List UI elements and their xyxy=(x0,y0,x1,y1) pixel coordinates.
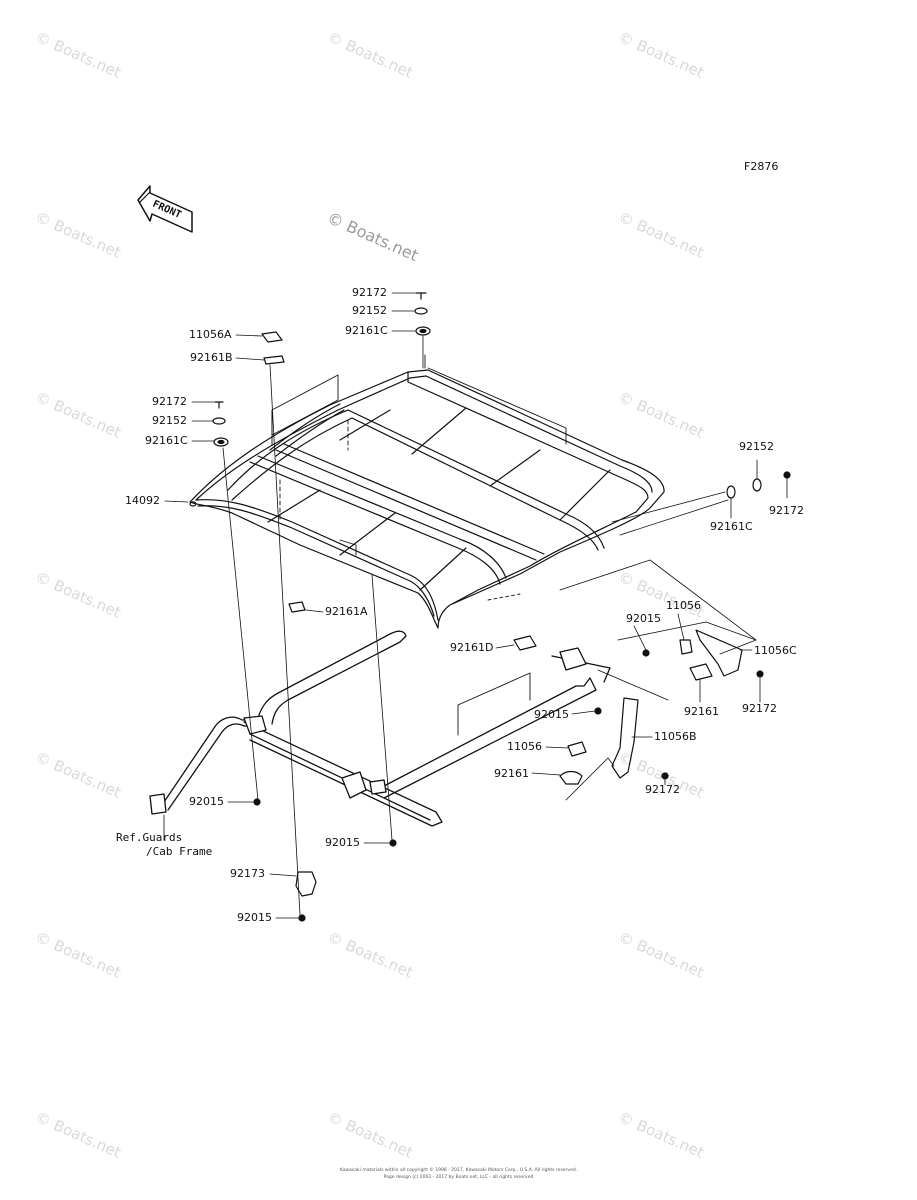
washer-92152-top xyxy=(414,307,428,315)
bolt-92172-left xyxy=(214,401,224,409)
part-label-92172-c[interactable]: 92172 xyxy=(645,783,680,796)
grommet-92161C-top xyxy=(415,326,431,336)
bracket-11056B xyxy=(611,697,639,779)
clamp-92173 xyxy=(295,871,317,897)
grommet-92161C-left xyxy=(213,437,229,447)
part-label-92152-right[interactable]: 92152 xyxy=(739,440,774,453)
nut-92015-d xyxy=(389,839,397,847)
roof-panel xyxy=(189,369,665,629)
pad-92161-b xyxy=(559,770,583,785)
part-label-92161D[interactable]: 92161D xyxy=(450,641,494,654)
part-label-92152-top[interactable]: 92152 xyxy=(352,304,387,317)
label-ticks xyxy=(164,292,788,919)
part-label-92161-a[interactable]: 92161 xyxy=(684,705,719,718)
part-label-92161B[interactable]: 92161B xyxy=(190,351,233,364)
cab-frame xyxy=(149,630,611,827)
part-label-92161A[interactable]: 92161A xyxy=(325,605,368,618)
part-label-14092[interactable]: 14092 xyxy=(125,494,160,507)
part-label-92015-c[interactable]: 92015 xyxy=(189,795,224,808)
leader-lines xyxy=(163,335,757,916)
part-label-11056-b[interactable]: 11056 xyxy=(507,740,542,753)
ref-note-line-2: /Cab Frame xyxy=(146,845,213,858)
nut-92015-b xyxy=(594,707,602,715)
part-label-11056B[interactable]: 11056B xyxy=(654,730,697,743)
pad-92161A xyxy=(288,601,306,613)
leader-lines xyxy=(271,354,567,736)
part-label-92015-e[interactable]: 92015 xyxy=(237,911,272,924)
part-label-92015-d[interactable]: 92015 xyxy=(325,836,360,849)
nut-92015-e xyxy=(298,914,306,922)
washer-92152-left xyxy=(212,417,226,425)
part-label-92172-left[interactable]: 92172 xyxy=(152,395,187,408)
part-label-11056A[interactable]: 11056A xyxy=(189,328,232,341)
footer-design: Page design (c) 2002 - 2017 by Boats.net… xyxy=(383,1175,534,1180)
front-arrow-icon: FRONT xyxy=(137,185,193,233)
part-label-92161-b[interactable]: 92161 xyxy=(494,767,529,780)
part-label-92152-left[interactable]: 92152 xyxy=(152,414,187,427)
nut-92015-a xyxy=(642,649,650,657)
washer-92152-right xyxy=(752,478,762,492)
bracket-11056C xyxy=(695,629,743,677)
bolt-92172-b xyxy=(756,670,764,678)
part-label-92173[interactable]: 92173 xyxy=(230,867,265,880)
part-label-11056C[interactable]: 11056C xyxy=(754,644,797,657)
bolt-92172-c xyxy=(661,772,669,780)
part-label-92161C-right[interactable]: 92161C xyxy=(710,520,753,533)
bracket-11056 xyxy=(679,639,693,655)
bolt-92172-right xyxy=(783,471,791,479)
pad-92161D xyxy=(513,635,537,651)
part-label-92172-right[interactable]: 92172 xyxy=(769,504,804,517)
bracket-11056-b xyxy=(567,741,587,757)
pad-92161-a xyxy=(689,663,713,681)
footer-copyright: Kawasaki materials within all copyright … xyxy=(339,1168,578,1173)
part-label-92015-a[interactable]: 92015 xyxy=(626,612,661,625)
pad-92161B xyxy=(263,355,285,365)
ref-note-line-1: Ref.Guards xyxy=(116,831,183,844)
part-label-92172-b[interactable]: 92172 xyxy=(742,702,777,715)
nut-92015-c xyxy=(253,798,261,806)
part-label-92015-b[interactable]: 92015 xyxy=(534,708,569,721)
bolt-92172-top xyxy=(415,292,427,300)
part-label-11056[interactable]: 11056 xyxy=(666,599,701,612)
diagram-code: F2876 xyxy=(744,160,779,173)
part-label-92172-top[interactable]: 92172 xyxy=(352,286,387,299)
part-label-92161C-top[interactable]: 92161C xyxy=(345,324,388,337)
grommet-92161C-right xyxy=(726,485,736,499)
part-label-92161C-left[interactable]: 92161C xyxy=(145,434,188,447)
bracket-11056A xyxy=(261,331,283,343)
